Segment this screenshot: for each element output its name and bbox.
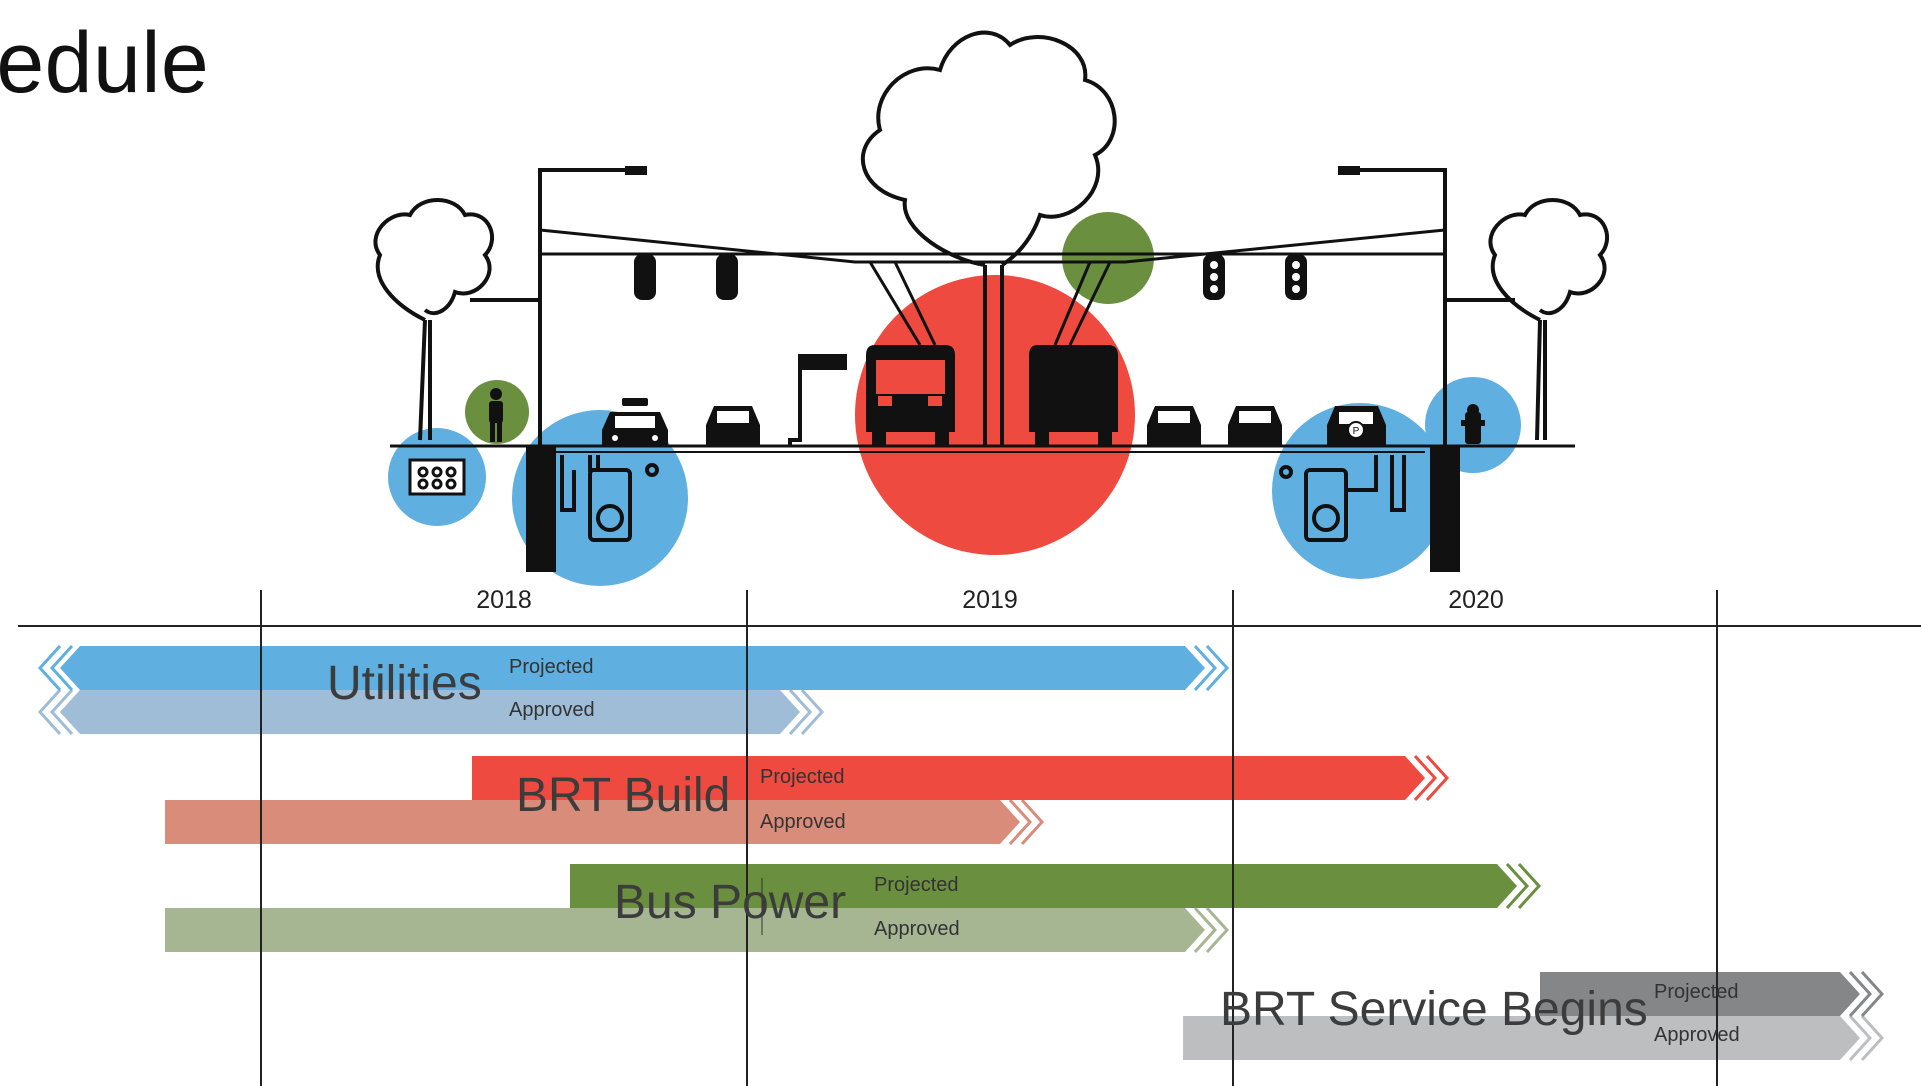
year-label-2018: 2018 [476,586,532,614]
bus-power-projected-label: Projected [874,874,959,896]
year-label-2020: 2020 [1448,586,1504,614]
tree-icon [860,30,1117,446]
year-label-2019: 2019 [962,586,1018,614]
brt-service-label: BRT Service Begins [1220,983,1648,1036]
brt-build-projected-bar [472,754,1450,802]
slide-title: hedule [0,15,210,111]
utilities-approved-bar [37,688,825,736]
tree-icon [1488,198,1610,441]
bus-power-approved-bar [165,906,1230,954]
utility-vault-icon [1279,455,1406,542]
utilities-projected-label: Projected [509,656,594,678]
svg-text:P: P [1353,426,1360,437]
utilities-approved-label: Approved [509,699,595,721]
brt-service-approved-bar [1183,1014,1885,1062]
streetlight-icon [470,166,1515,570]
bus-stop-icon [788,354,847,446]
bus-power-label: Bus Power [614,876,847,929]
utility-vault-icon [560,455,659,542]
hydrant-icon [1461,404,1485,444]
car-icon [706,406,1282,446]
parking-icon: P [1327,406,1386,446]
utilities-label: Utilities [327,657,482,710]
traffic-signal-icon [634,254,1307,300]
bus-power-approved-label: Approved [874,918,960,940]
brt-build-approved-label: Approved [760,811,846,833]
brt-build-label: BRT Build [516,769,731,822]
brt-service-projected-label: Projected [1654,981,1739,1003]
utility-vault-icon [408,458,466,496]
bus-icon [866,345,1118,446]
taxi-icon [602,398,668,446]
pedestrian-icon [489,388,503,442]
green-circle-overhead [1062,212,1154,304]
brt-build-projected-label: Projected [760,766,845,788]
utilities-projected-bar [37,644,1230,692]
tree-icon [373,198,495,441]
bus-power-projected-bar [570,862,1542,910]
brt-service-projected-bar [1540,970,1885,1018]
brt-service-approved-label: Approved [1654,1024,1740,1046]
brt-build-approved-bar [165,798,1045,846]
